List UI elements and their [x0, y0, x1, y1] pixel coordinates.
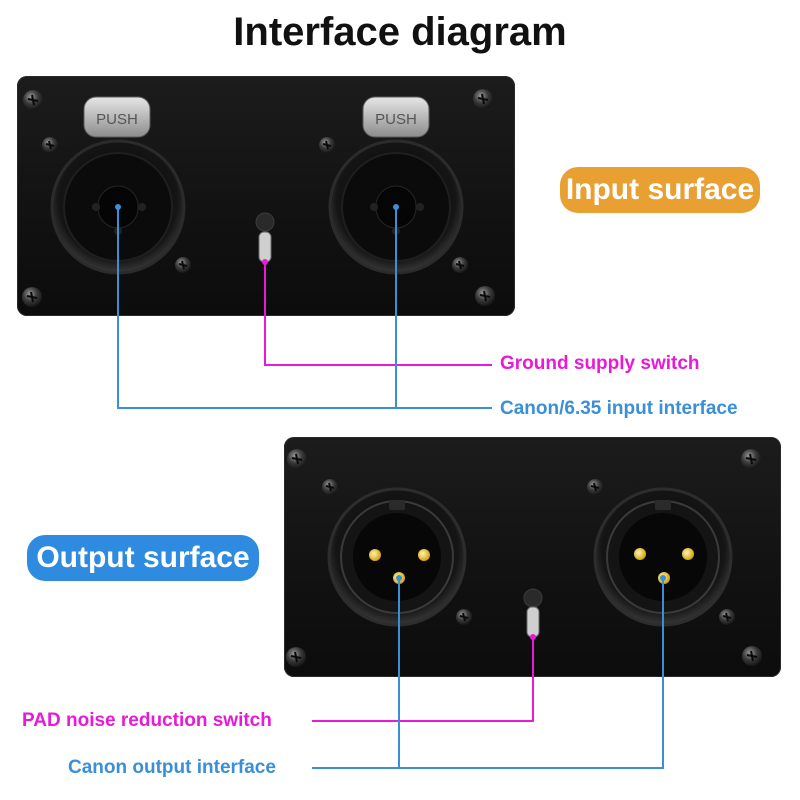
push-latch-label: PUSH — [96, 111, 138, 128]
output-surface-badge: Output surface — [27, 535, 259, 581]
screw-icon — [22, 287, 42, 307]
input-interface-label: Canon/6.35 input interface — [500, 398, 738, 419]
screw-icon — [475, 286, 495, 306]
screw-icon — [175, 257, 191, 273]
screw-icon — [452, 257, 468, 273]
output-interface-label: Canon output interface — [68, 757, 276, 778]
screw-icon — [741, 449, 761, 469]
push-latch-label: PUSH — [375, 111, 417, 128]
screw-icon — [23, 90, 43, 110]
ground-supply-switch-label: Ground supply switch — [500, 353, 700, 374]
pad-toggle-switch — [523, 588, 543, 638]
pad-switch-label: PAD noise reduction switch — [22, 710, 272, 731]
screw-icon — [456, 609, 472, 625]
screw-icon — [322, 479, 338, 495]
diagram-title: Interface diagram — [233, 10, 567, 54]
ground-supply-toggle-switch — [255, 212, 275, 263]
screw-icon — [287, 449, 307, 469]
screw-icon — [742, 646, 762, 666]
screw-icon — [719, 609, 735, 625]
input-screws — [22, 89, 495, 307]
xlr-output-connector-left — [327, 487, 467, 627]
screw-icon — [319, 137, 335, 153]
screw-icon — [42, 137, 58, 153]
xlr-output-connector-right — [593, 487, 733, 627]
ground-switch-leader — [264, 262, 492, 366]
callout-lines — [115, 204, 666, 769]
input-surface-badge: Input surface — [560, 167, 760, 213]
screw-icon — [587, 479, 603, 495]
screw-icon — [286, 647, 306, 667]
output-screws — [286, 449, 762, 667]
screw-icon — [473, 89, 493, 109]
pad-switch-leader — [312, 637, 534, 722]
input-interface-leader — [117, 207, 492, 409]
